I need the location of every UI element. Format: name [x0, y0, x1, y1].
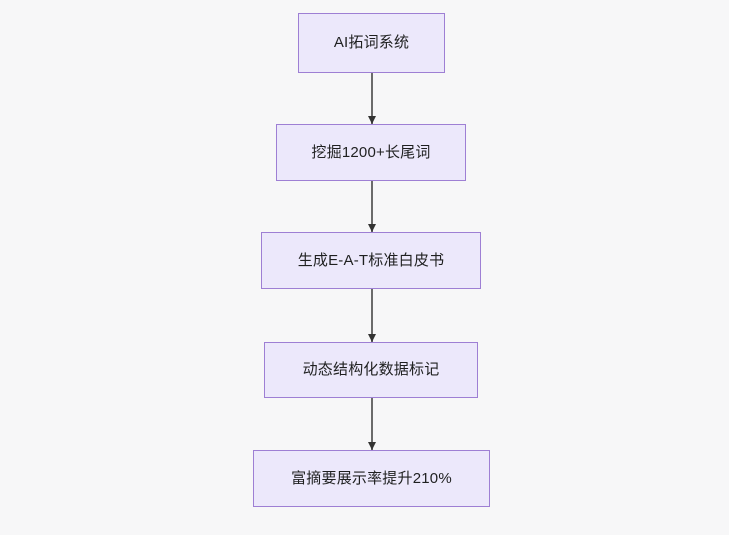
arrowhead-icon: [367, 334, 376, 342]
flowchart-node-n3[interactable]: 生成E-A-T标准白皮书: [261, 232, 481, 289]
edge-line: [371, 289, 373, 342]
flowchart-node-n2[interactable]: 挖掘1200+长尾词: [276, 124, 466, 181]
flowchart-node-label: 富摘要展示率提升210%: [291, 469, 452, 487]
flowchart-node-label: 动态结构化数据标记: [302, 361, 440, 378]
arrowhead-icon: [367, 116, 376, 124]
flowchart-node-n5[interactable]: 富摘要展示率提升210%: [253, 450, 490, 507]
arrowhead-icon: [367, 224, 376, 232]
edge-line: [371, 73, 373, 124]
arrowhead-icon: [367, 442, 376, 450]
flowchart-node-n4[interactable]: 动态结构化数据标记: [264, 342, 478, 398]
flowchart-edge-n3-to-n4: [367, 289, 376, 342]
flowchart-edge-n2-to-n3: [367, 181, 376, 232]
flowchart-node-n1[interactable]: AI拓词系统: [298, 13, 445, 73]
edge-line: [371, 398, 373, 450]
edge-line: [371, 181, 373, 232]
flowchart-edge-n4-to-n5: [367, 398, 376, 450]
flowchart-node-label: 挖掘1200+长尾词: [311, 143, 431, 161]
flowchart-node-label: 生成E-A-T标准白皮书: [297, 251, 445, 269]
flowchart-node-label: AI拓词系统: [333, 34, 410, 51]
flowchart-edge-n1-to-n2: [367, 73, 376, 124]
